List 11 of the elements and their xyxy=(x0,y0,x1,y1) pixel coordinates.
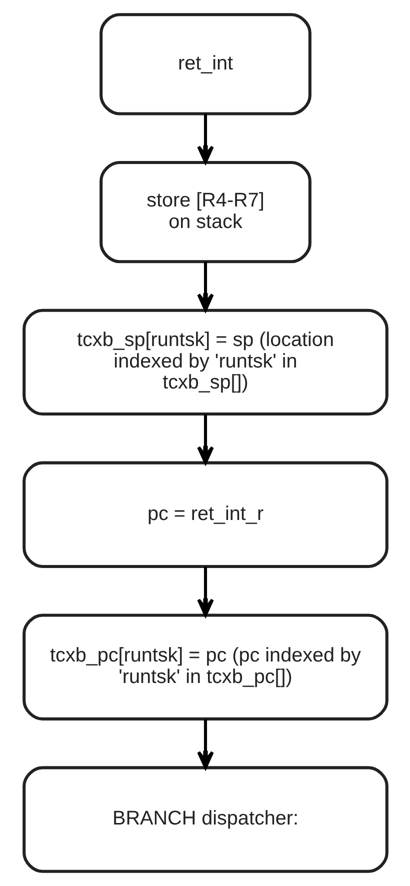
arrow xyxy=(196,262,214,312)
node-box: tcxb_sp[runtsk] = sp (location indexed by 'runtsk' in tcxb_sp[]) xyxy=(22,308,388,416)
node-box: tcxb_pc[runtsk] = pc (pc indexed by 'runtsk' in tcxb_pc[]) xyxy=(22,614,388,720)
node-box: ret_int xyxy=(99,13,311,116)
arrow xyxy=(196,719,214,769)
arrow xyxy=(196,566,214,617)
node-box: pc = ret_int_r xyxy=(22,461,388,568)
node-box: store [R4-R7] on stack xyxy=(99,160,311,264)
arrow xyxy=(196,414,214,464)
node-box: BRANCH dispatcher: xyxy=(22,766,388,873)
arrow xyxy=(196,114,214,164)
